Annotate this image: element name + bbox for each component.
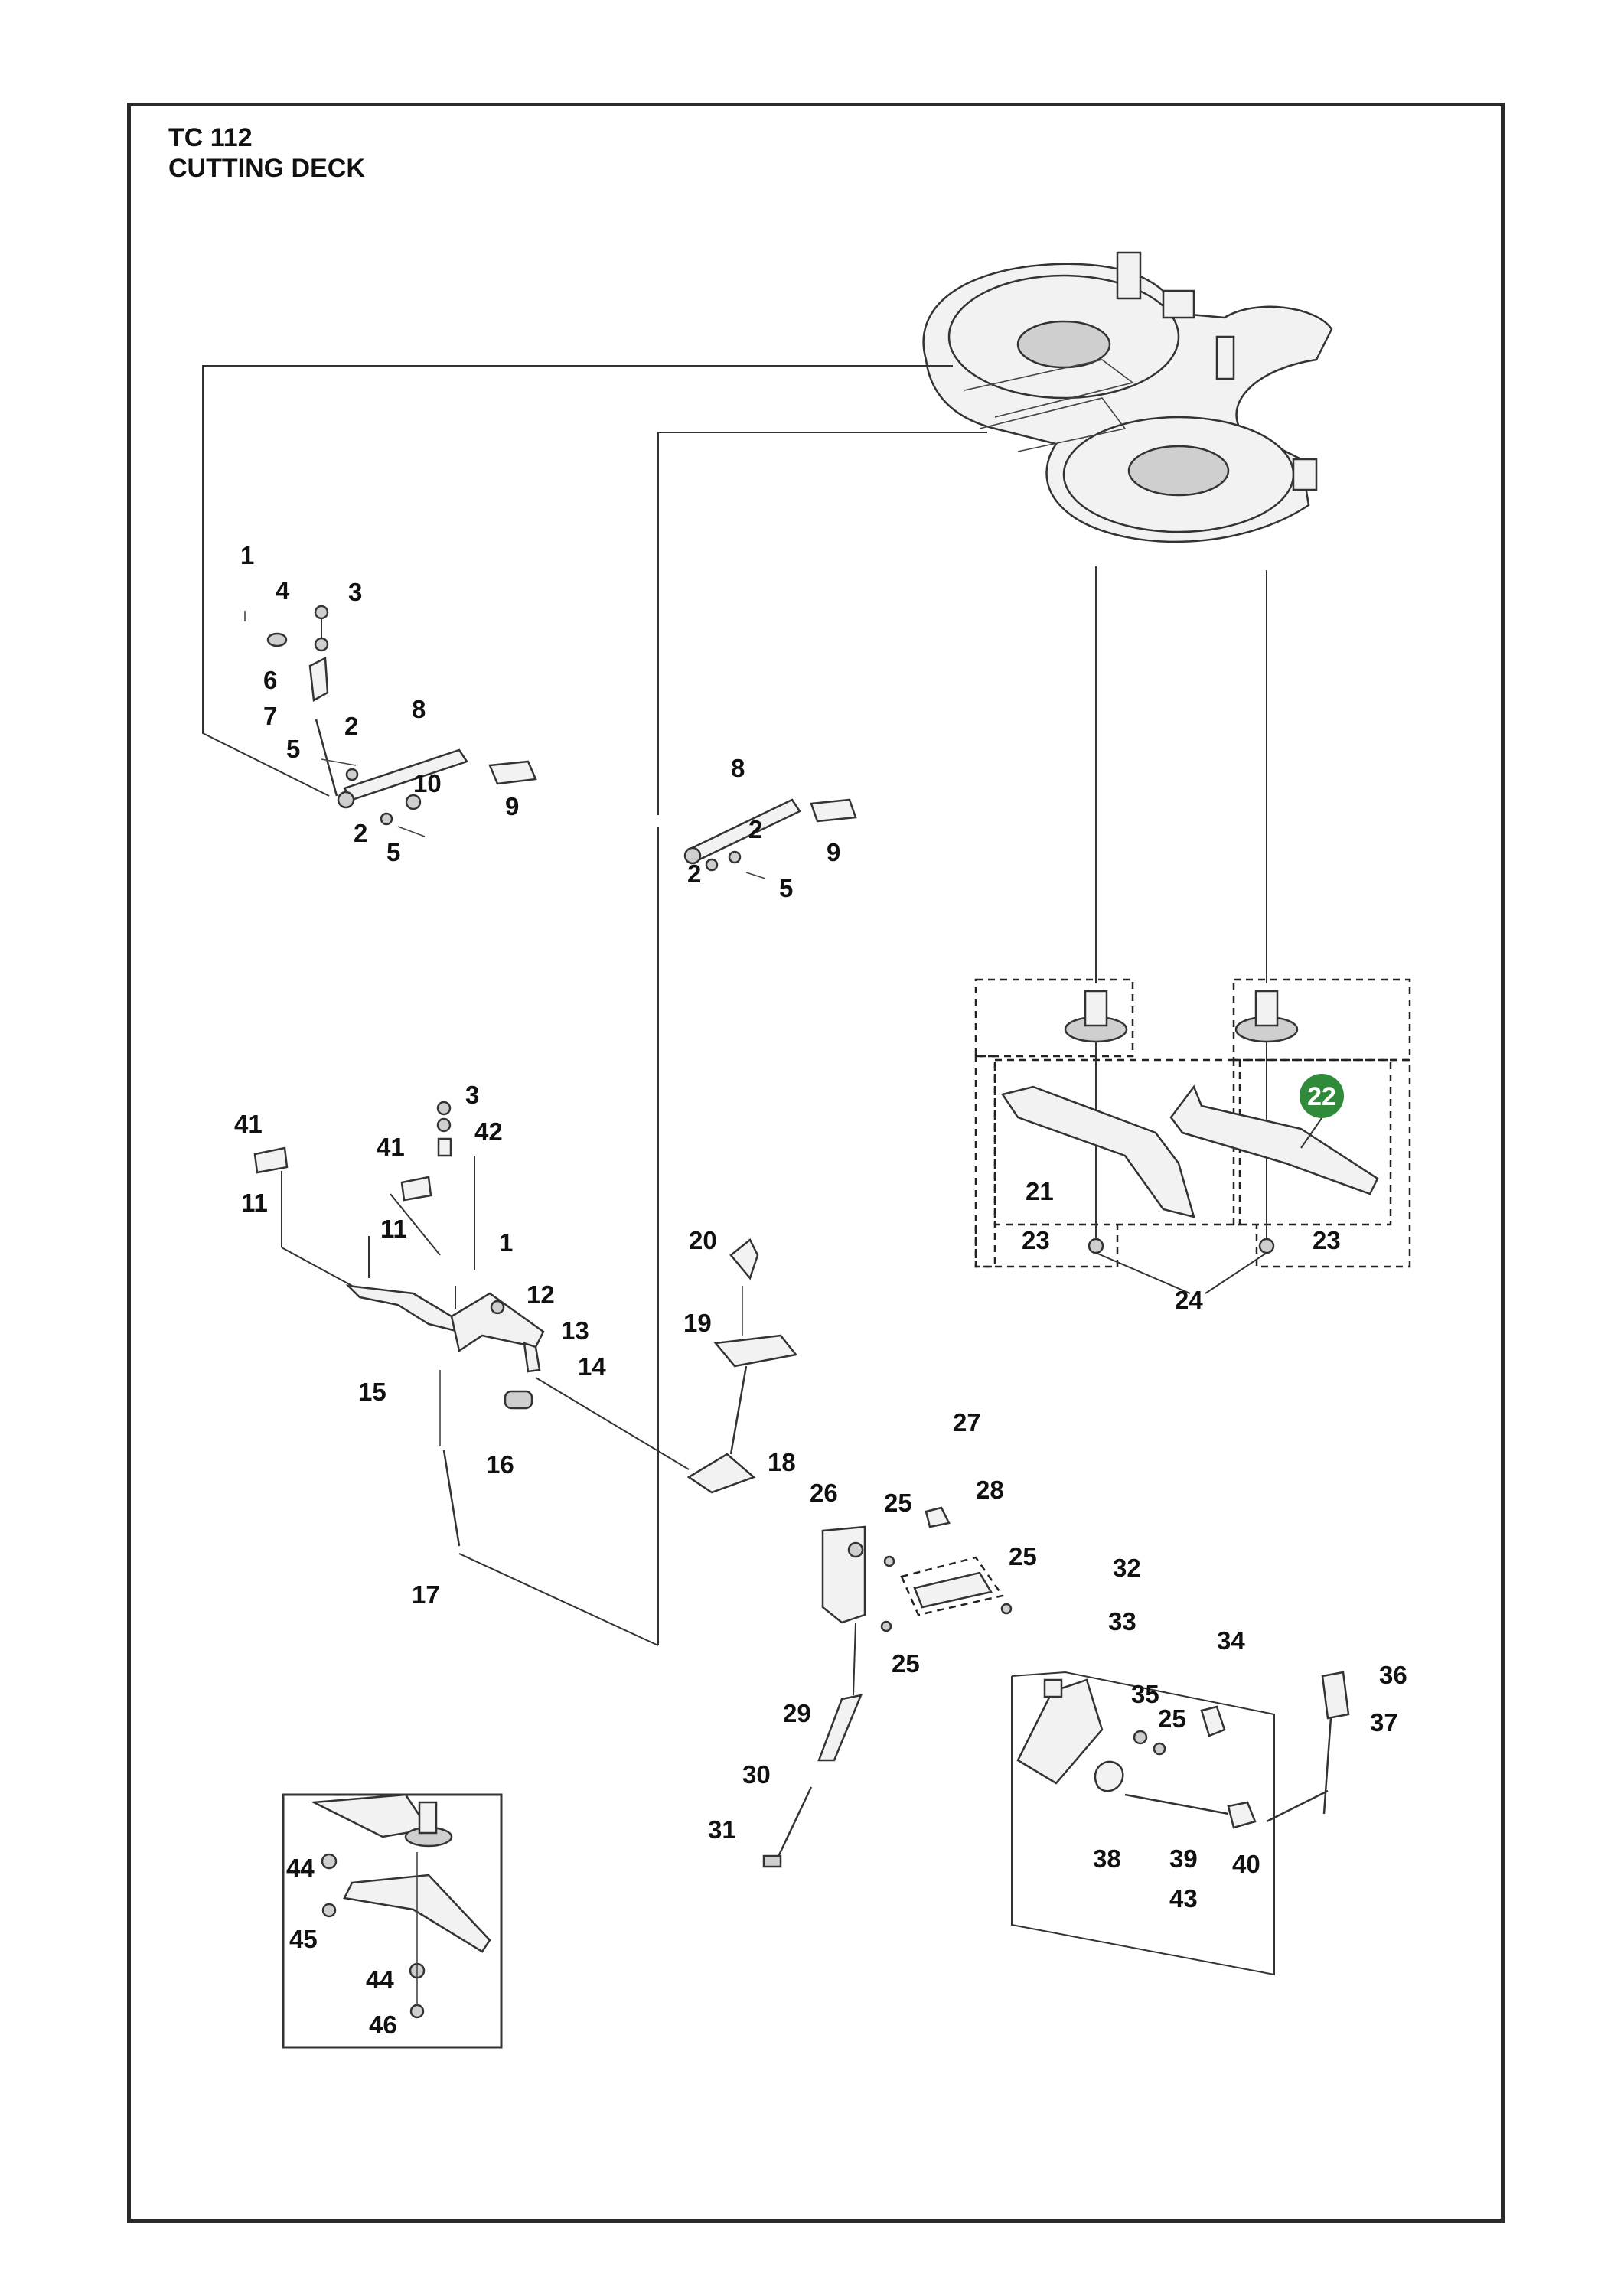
callout-1: 1: [240, 541, 254, 569]
callout-18: 18: [768, 1448, 796, 1476]
callout-11: 11: [241, 1189, 268, 1217]
right-lift-assembly: [683, 798, 857, 879]
pedal-bracket: [762, 1506, 1013, 1868]
callout-20: 20: [689, 1226, 717, 1254]
callout-26: 26: [810, 1479, 838, 1507]
callout-3: 3: [465, 1081, 479, 1109]
section-title: CUTTING DECK: [168, 154, 365, 183]
callout-labels: 1 4 3 6 7 2 5 8 10 9 2 5 8 2 9 2 5 22 21…: [234, 541, 1407, 2039]
callout-16: 16: [486, 1450, 514, 1479]
callout-8: 8: [412, 695, 426, 723]
left-lift-assembly: [244, 605, 537, 837]
callout-6: 6: [263, 666, 277, 694]
callout-27: 27: [953, 1408, 981, 1437]
callout-23: 23: [1313, 1226, 1341, 1254]
callout-37: 37: [1370, 1708, 1398, 1737]
callout-42: 42: [474, 1117, 503, 1146]
clutch-assembly: [1011, 1671, 1350, 1976]
callout-15: 15: [358, 1378, 386, 1406]
callout-2: 2: [687, 859, 701, 888]
callout-31: 31: [708, 1815, 736, 1844]
callout-21: 21: [1026, 1177, 1054, 1205]
callout-13: 13: [561, 1316, 589, 1345]
callout-35: 35: [1131, 1680, 1159, 1708]
callout-1: 1: [499, 1228, 513, 1257]
lead-deck-left: [202, 365, 953, 797]
callout-40: 40: [1232, 1850, 1260, 1878]
callout-7: 7: [263, 702, 277, 730]
callout-46: 46: [369, 2011, 397, 2039]
callout-25: 25: [892, 1649, 920, 1678]
callout-5: 5: [779, 874, 793, 902]
callout-5: 5: [386, 838, 400, 866]
callout-44: 44: [286, 1854, 315, 1882]
callout-11: 11: [380, 1215, 407, 1243]
callout-2: 2: [748, 815, 762, 843]
callout-28: 28: [976, 1476, 1004, 1504]
callout-17: 17: [412, 1580, 440, 1609]
callout-2: 2: [344, 712, 358, 740]
model-title: TC 112: [168, 123, 253, 152]
callout-19: 19: [683, 1309, 712, 1337]
callout-45: 45: [289, 1925, 318, 1953]
callout-25: 25: [884, 1489, 912, 1517]
height-lever: [535, 1238, 798, 1494]
callout-43: 43: [1169, 1884, 1198, 1913]
callout-41: 41: [234, 1110, 263, 1138]
callout-12: 12: [527, 1280, 555, 1309]
callout-34: 34: [1217, 1626, 1245, 1655]
inset-box: [282, 1793, 503, 2049]
lift-linkage: [253, 827, 659, 1646]
lead-deck-mid: [657, 432, 987, 815]
drawing-frame: [127, 103, 1505, 2223]
callout-14: 14: [578, 1352, 606, 1381]
callout-4: 4: [276, 576, 290, 605]
callout-10: 10: [413, 769, 442, 797]
callout-41: 41: [377, 1133, 405, 1161]
deck-housing: [922, 251, 1333, 543]
callout-32: 32: [1113, 1554, 1141, 1582]
callout-33: 33: [1108, 1607, 1136, 1636]
callout-8: 8: [731, 754, 745, 782]
callout-36: 36: [1379, 1661, 1407, 1689]
callout-5: 5: [286, 735, 300, 763]
callout-9: 9: [827, 838, 840, 866]
title-block: TC 112 CUTTING DECK: [168, 122, 365, 184]
callout-39: 39: [1169, 1844, 1198, 1873]
callout-25: 25: [1158, 1704, 1186, 1733]
callout-9: 9: [505, 792, 519, 820]
highlight-badge: [1300, 1074, 1344, 1118]
callout-38: 38: [1093, 1844, 1121, 1873]
callout-24: 24: [1175, 1286, 1203, 1314]
callout-25: 25: [1009, 1542, 1037, 1570]
callout-23: 23: [1022, 1226, 1050, 1254]
callout-30: 30: [742, 1760, 771, 1789]
callout-44: 44: [366, 1965, 394, 1994]
blade-kits: [974, 978, 1411, 1294]
callout-29: 29: [783, 1699, 811, 1727]
callout-22-highlighted: 22: [1307, 1082, 1336, 1111]
callout-3: 3: [348, 578, 362, 606]
callout-2: 2: [354, 819, 367, 847]
